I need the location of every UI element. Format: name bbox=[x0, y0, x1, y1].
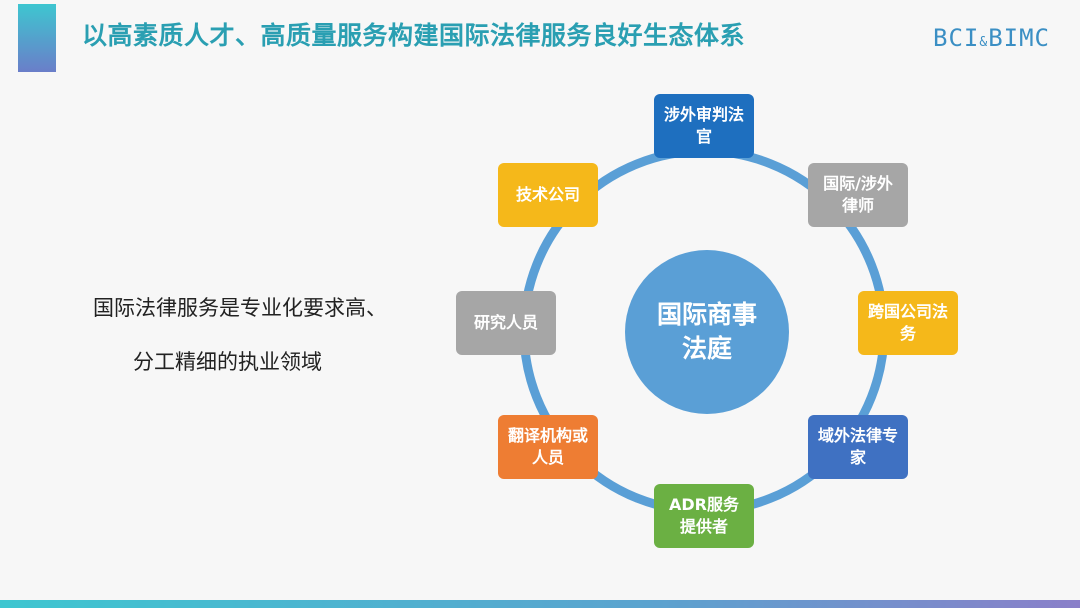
center-node-label: 国际商事法庭 bbox=[656, 300, 757, 363]
logo-amp: & bbox=[979, 35, 989, 50]
node-label: 涉外审判法官 bbox=[664, 105, 745, 146]
node-tech-company: 技术公司 bbox=[498, 163, 598, 227]
node-label: 跨国公司法务 bbox=[868, 302, 949, 343]
node-foreign-trial-judge: 涉外审判法官 bbox=[654, 94, 754, 158]
footer-accent-bar bbox=[0, 600, 1080, 608]
logo-left: BCI bbox=[933, 24, 980, 52]
slide-title: 以高素质人才、高质量服务构建国际法律服务良好生态体系 bbox=[82, 21, 746, 50]
node-label: 国际/涉外律师 bbox=[823, 174, 893, 215]
node-label: 翻译机构或人员 bbox=[508, 426, 589, 467]
description-line-2: 分工精细的执业领域 bbox=[133, 350, 322, 374]
title-accent-bar bbox=[18, 4, 56, 72]
node-foreign-law-expert: 域外法律专家 bbox=[808, 415, 908, 479]
description-line-1: 国际法律服务是专业化要求高、 bbox=[93, 296, 387, 320]
node-label: 域外法律专家 bbox=[818, 426, 899, 467]
node-translation-agency: 翻译机构或人员 bbox=[498, 415, 598, 479]
node-adr-provider: ADR服务提供者 bbox=[654, 484, 754, 548]
node-researcher: 研究人员 bbox=[456, 291, 556, 355]
center-node: 国际商事法庭 bbox=[625, 250, 789, 414]
brand-logo: BCI&BIMC bbox=[933, 24, 1050, 52]
logo-right: BIMC bbox=[988, 24, 1050, 52]
node-label: 研究人员 bbox=[473, 313, 538, 332]
node-international-lawyer: 国际/涉外律师 bbox=[808, 163, 908, 227]
node-label: ADR服务提供者 bbox=[669, 495, 739, 536]
node-label: 技术公司 bbox=[515, 185, 580, 204]
node-corporate-legal: 跨国公司法务 bbox=[858, 291, 958, 355]
